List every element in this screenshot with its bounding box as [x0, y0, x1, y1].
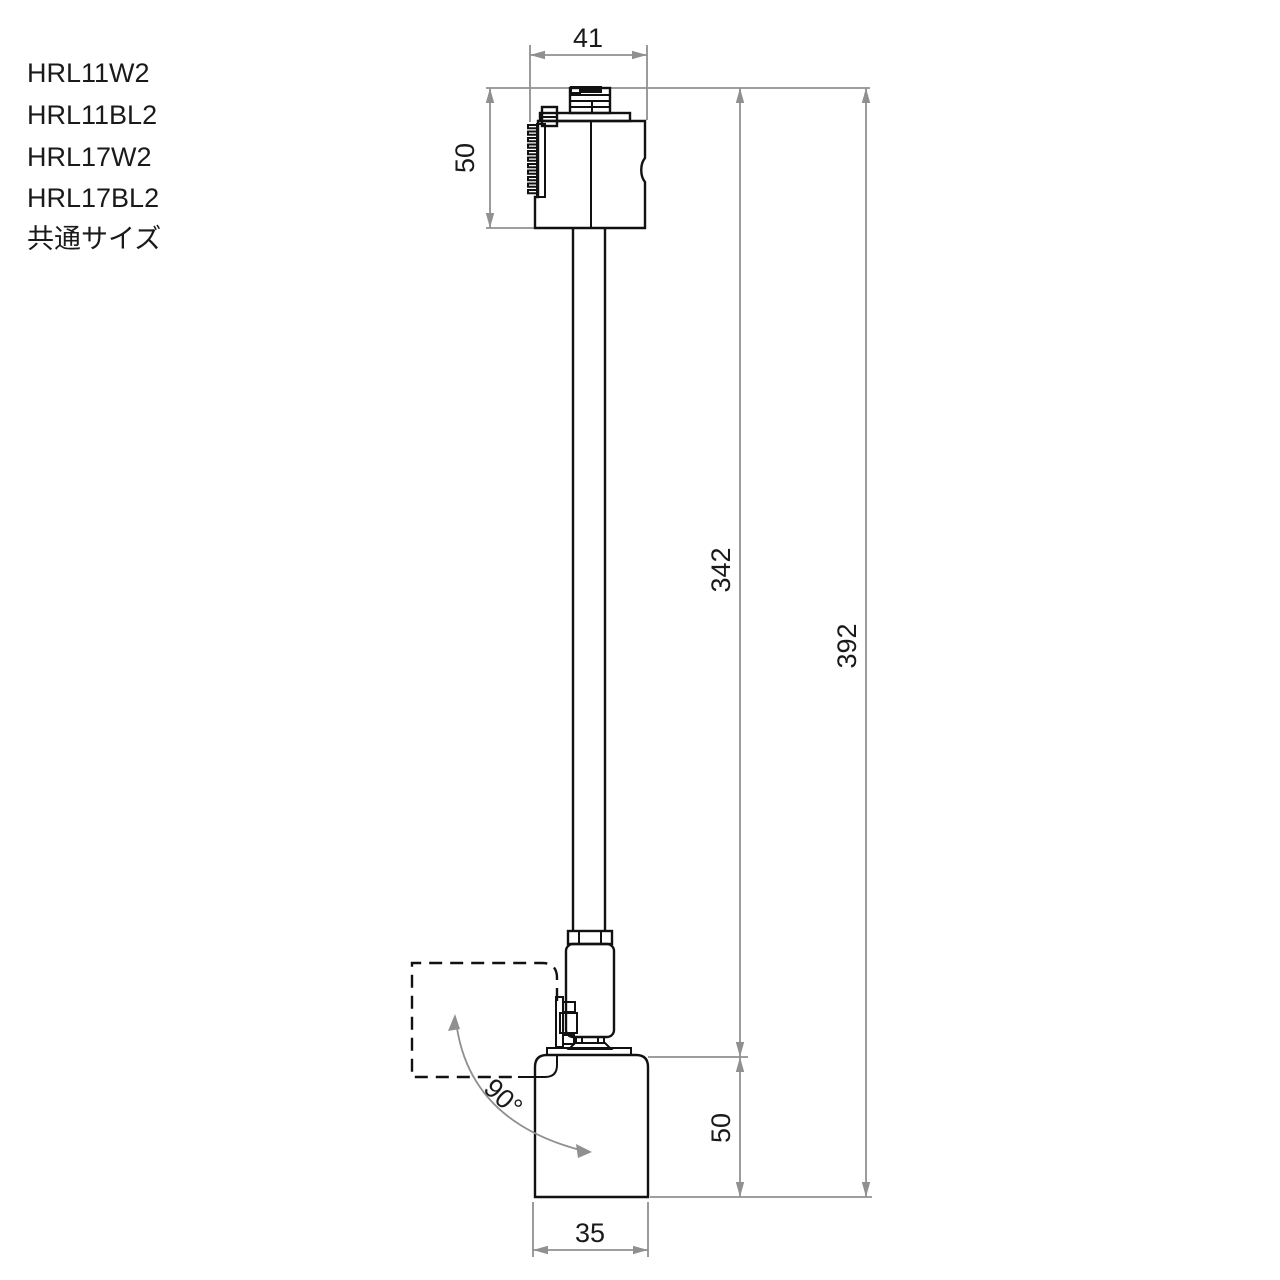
dim-arrow-top [735, 88, 745, 103]
joint-posts [575, 1037, 605, 1043]
dim-adapter-width-label: 41 [573, 23, 603, 53]
track-plug-contact [581, 86, 602, 93]
adapter-body [533, 119, 647, 230]
joint-collar-lines [578, 931, 602, 944]
part-number-4: HRL17BL2 [27, 183, 159, 213]
dim-body-length-label: 342 [706, 547, 736, 592]
swivel-joint-drawing [546, 929, 632, 1056]
rotated-head-dashed-outline [410, 961, 559, 1079]
lamp-head-outline [533, 1053, 650, 1199]
dim-total-length: 392 [832, 88, 871, 1197]
common-size-note: 共通サイズ [27, 224, 161, 254]
ratchet-teeth [527, 124, 538, 195]
dim-arrow-bottom [861, 1182, 871, 1197]
dim-arrow-bottom [485, 213, 495, 228]
part-number-2: HRL11BL2 [27, 100, 157, 130]
joint-knob-middle [559, 1012, 578, 1034]
dim-arrow-left [530, 50, 545, 60]
extension-lines [486, 45, 872, 1257]
dim-total-length-label: 392 [832, 623, 862, 668]
dim-arrow-right [632, 50, 647, 60]
dim-arrow-bottom [735, 1042, 745, 1057]
dashed-outline-path [410, 961, 559, 1079]
part-number-1: HRL11W2 [27, 58, 150, 88]
rotated-outline-corner [518, 1055, 558, 1078]
track-adapter-drawing [527, 86, 647, 230]
stem-lines [571, 228, 607, 931]
dim-body-length: 342 [706, 88, 745, 1057]
joint-collar [566, 929, 614, 946]
part-number-list: HRL11W2 HRL11BL2 HRL17W2 HRL17BL2 共通サイズ [27, 58, 161, 254]
dim-arrow-top [735, 1057, 745, 1072]
lamp-head-drawing [518, 1053, 650, 1199]
track-plug-detail-lines [570, 94, 610, 113]
dim-head-width: 35 [533, 1218, 648, 1255]
dim-adapter-height: 50 [450, 88, 495, 228]
rotation-arc-path [455, 1020, 585, 1152]
dim-arrow-left [533, 1245, 548, 1255]
dim-arrow-right [633, 1245, 648, 1255]
rotation-angle-label: 90° [478, 1073, 528, 1123]
dim-head-height: 50 [706, 1057, 745, 1197]
dim-head-height-label: 50 [706, 1113, 736, 1143]
dim-adapter-height-label: 50 [450, 143, 480, 173]
dim-arrow-bottom [735, 1182, 745, 1197]
joint-knob-bottom [562, 1034, 575, 1045]
dim-head-width-label: 35 [575, 1218, 605, 1248]
dim-arrow-top [861, 88, 871, 103]
dim-arrow-top [485, 88, 495, 103]
rotation-arc-arrow-right [576, 1144, 592, 1158]
joint-body [564, 942, 616, 1039]
dim-adapter-width: 41 [530, 23, 647, 60]
rotation-arc-arrow-up [448, 1014, 460, 1031]
part-number-3: HRL17W2 [27, 142, 152, 172]
stem-drawing [571, 228, 607, 931]
track-plug-tab [570, 86, 581, 94]
